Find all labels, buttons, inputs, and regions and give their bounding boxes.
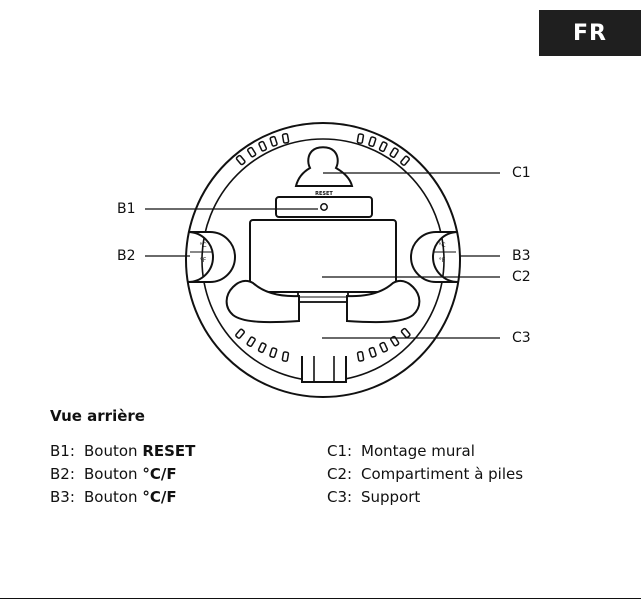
legend-code: C3: bbox=[327, 488, 361, 506]
legend-b1: B1:Bouton RESET bbox=[50, 442, 195, 460]
side-button-left bbox=[188, 232, 235, 282]
legend-text: Bouton bbox=[84, 442, 138, 460]
callout-b3: B3 bbox=[512, 248, 531, 264]
legend-c3: C3:Support bbox=[327, 488, 420, 506]
legend-b2: B2:Bouton °C/F bbox=[50, 465, 177, 483]
legend-text: Compartiment à piles bbox=[361, 465, 523, 483]
svg-text:°C: °C bbox=[199, 242, 206, 249]
vent-slots-top-right bbox=[357, 134, 410, 166]
legend-code: B2: bbox=[50, 465, 84, 483]
reset-label: RESET bbox=[315, 191, 333, 197]
legend-text: Bouton bbox=[84, 465, 138, 483]
reset-button bbox=[321, 204, 327, 210]
legend-code: C2: bbox=[327, 465, 361, 483]
wall-mount-keyhole bbox=[296, 147, 352, 186]
callout-b2: B2 bbox=[117, 248, 136, 264]
support-foot bbox=[302, 356, 346, 382]
svg-text:°F: °F bbox=[439, 257, 446, 264]
svg-text:°F: °F bbox=[200, 257, 207, 264]
legend-code: C1: bbox=[327, 442, 361, 460]
legend-bold: RESET bbox=[142, 442, 195, 460]
battery-compartment bbox=[250, 220, 396, 292]
svg-text:°C: °C bbox=[438, 242, 445, 249]
side-button-right bbox=[411, 232, 458, 282]
legend-bold: °C/F bbox=[142, 488, 176, 506]
legend-text: Support bbox=[361, 488, 420, 506]
callout-b1: B1 bbox=[117, 201, 136, 217]
legend-b3: B3:Bouton °C/F bbox=[50, 488, 177, 506]
vent-slots-bottom-left bbox=[235, 329, 288, 362]
vent-slots-bottom-right bbox=[357, 328, 410, 361]
bottom-divider bbox=[0, 598, 641, 599]
legend-bold: °C/F bbox=[142, 465, 176, 483]
legend-code: B1: bbox=[50, 442, 84, 460]
callout-c1: C1 bbox=[512, 165, 531, 181]
legend-text: Bouton bbox=[84, 488, 138, 506]
legend-code: B3: bbox=[50, 488, 84, 506]
legend-c1: C1:Montage mural bbox=[327, 442, 475, 460]
legend-c2: C2:Compartiment à piles bbox=[327, 465, 523, 483]
section-title: Vue arrière bbox=[50, 407, 145, 425]
callout-c2: C2 bbox=[512, 269, 531, 285]
legend-text: Montage mural bbox=[361, 442, 475, 460]
callout-c3: C3 bbox=[512, 330, 531, 346]
